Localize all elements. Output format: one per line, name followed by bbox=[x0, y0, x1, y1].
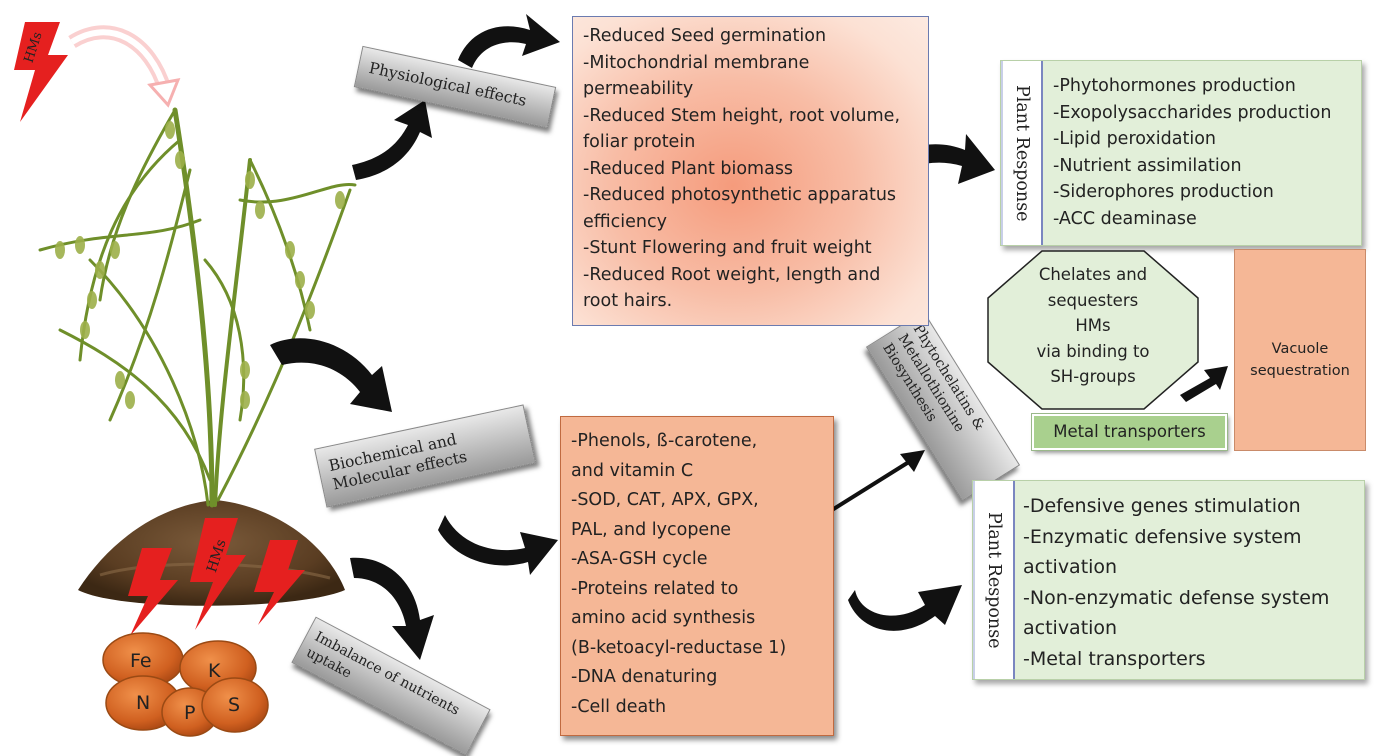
biochemical-effects-list: -Phenols, ß-carotene, and vitamin C -SOD… bbox=[571, 431, 787, 717]
plant-response-bottom-box: Plant Response -Defensive genes stimulat… bbox=[972, 480, 1365, 680]
nutrient-blobs bbox=[102, 632, 269, 737]
nutrient-p: P bbox=[184, 702, 196, 724]
arrow-head-icon bbox=[900, 450, 925, 472]
metal-transporters-box: Metal transporters bbox=[1031, 413, 1228, 451]
nutrient-fe: Fe bbox=[130, 650, 152, 672]
nutrient-n: N bbox=[136, 692, 151, 714]
nutrient-s: S bbox=[228, 694, 241, 716]
plant-response-top-title: Plant Response bbox=[1001, 61, 1043, 245]
vacuole-sequestration-box: Vacuole sequestration bbox=[1234, 249, 1366, 451]
plant-response-top-list: -Phytohormones production -Exopolysaccha… bbox=[1053, 76, 1332, 229]
flow-arrows bbox=[270, 14, 1228, 660]
plant-response-top-box: Plant Response -Phytohormones production… bbox=[1000, 60, 1362, 246]
vacuole-sequestration-label: Vacuole sequestration bbox=[1250, 341, 1350, 379]
physiological-effects-box: -Reduced Seed germination -Mitochondrial… bbox=[572, 16, 929, 326]
plant-response-bottom-title: Plant Response bbox=[973, 481, 1015, 679]
physiological-effects-list: -Reduced Seed germination -Mitochondrial… bbox=[583, 26, 901, 311]
nutrient-k: K bbox=[208, 660, 221, 682]
chelates-octagon-outline bbox=[987, 250, 1199, 410]
chelates-text: Chelates and sequesters HMs via binding … bbox=[1036, 265, 1150, 386]
biochemical-effects-box: -Phenols, ß-carotene, and vitamin C -SOD… bbox=[560, 416, 834, 736]
bolt-icon bbox=[128, 518, 305, 636]
bolt-icon bbox=[14, 22, 68, 122]
plant-response-bottom-list: -Defensive genes stimulation -Enzymatic … bbox=[1023, 495, 1330, 670]
